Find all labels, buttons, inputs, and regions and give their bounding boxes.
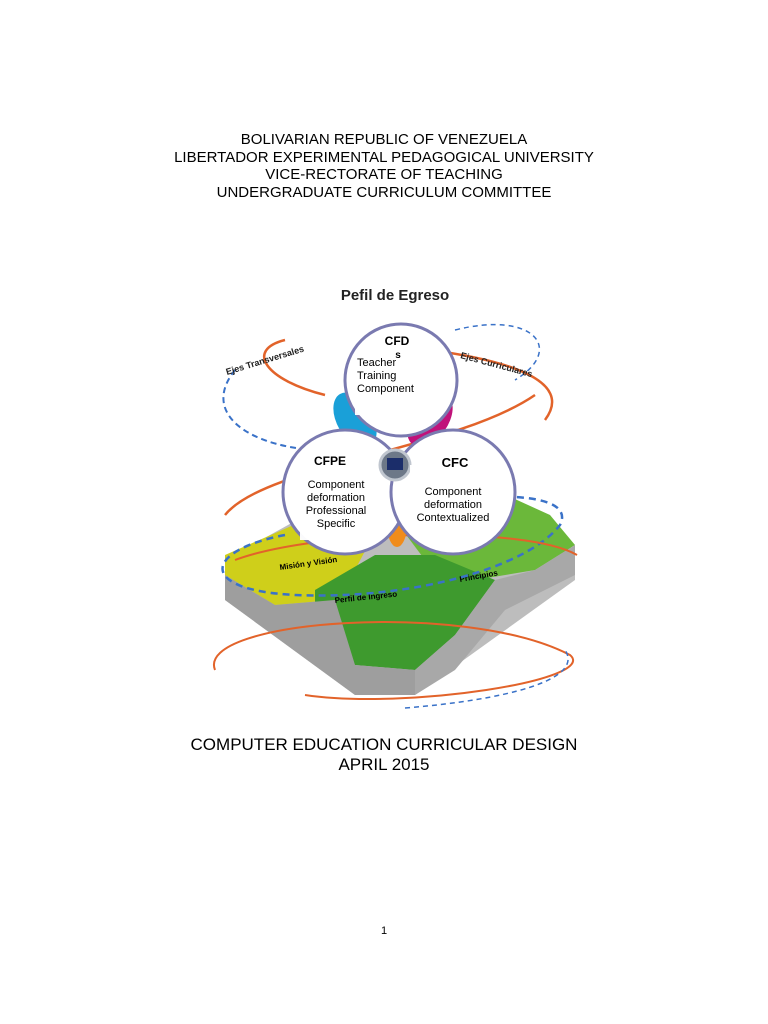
cfd-abbr-suffix: s (395, 350, 401, 361)
header-line-vice-rectorate: VICE-RECTORATE OF TEACHING (265, 166, 503, 183)
center-logo-mark (387, 458, 403, 470)
cfpe-line4: Specific (317, 518, 356, 530)
header-line-country: BOLIVARIAN REPUBLIC OF VENEZUELA (240, 131, 528, 148)
figure-title: Pefil de Egreso (341, 287, 449, 304)
page-number: 1 (380, 925, 388, 937)
cfpe-line2: deformation (307, 492, 365, 504)
blue-orbit-top-left (222, 369, 346, 452)
document-title: COMPUTER EDUCATION CURRICULAR DESIGN APR… (0, 735, 768, 775)
cfc-line2: deformation (424, 499, 482, 511)
axis-label-transversales: Ejes Transversales (225, 344, 305, 377)
header-line-university: LIBERTADOR EXPERIMENTAL PEDAGOGICAL UNIV… (174, 148, 594, 166)
cfc-line1: Component (425, 486, 482, 498)
cfc-line3: Contextualized (417, 512, 490, 524)
blue-orbit-bottom (404, 649, 569, 709)
cfc-abbr: CFC (442, 455, 469, 470)
puzzle-side-left (225, 575, 415, 695)
document-title-line2: APRIL 2015 (338, 755, 430, 774)
curriculum-diagram-svg: Misión y Visión Perfil de Ingreso Princi… (213, 287, 578, 709)
blue-orbit-top-right (454, 323, 541, 381)
cfd-line2: Training (357, 370, 396, 382)
document-title-line1: COMPUTER EDUCATION CURRICULAR DESIGN (190, 735, 578, 754)
orange-orbit-right (429, 348, 554, 421)
blue-orbit-middle (221, 495, 564, 597)
cfpe-line1: Component (308, 479, 365, 491)
header-line-committee: UNDERGRADUATE CURRICULUM COMMITTEE (216, 183, 552, 201)
cfpe-abbr: CFPE (314, 454, 346, 468)
cfd-line1: Teacher (357, 357, 396, 369)
cfpe-line3: Professional (306, 505, 367, 517)
puzzle-side-right (415, 545, 575, 695)
overlay-left (300, 455, 372, 540)
overlay-right (410, 465, 500, 525)
axis-label-curriculares: Ejes Curriculares (459, 350, 533, 379)
puzzle-piece-green (315, 555, 495, 670)
cfd-abbr: CFD (385, 334, 410, 348)
orange-orbit-upper (263, 338, 326, 397)
document-header: BOLIVARIAN REPUBLIC OF VENEZUELA LIBERTA… (0, 131, 768, 201)
orange-orbit-bottom (213, 621, 574, 700)
curriculum-diagram: Misión y Visión Perfil de Ingreso Princi… (205, 270, 585, 710)
cfd-line3: Component (357, 383, 414, 395)
overlay-top (355, 355, 440, 415)
